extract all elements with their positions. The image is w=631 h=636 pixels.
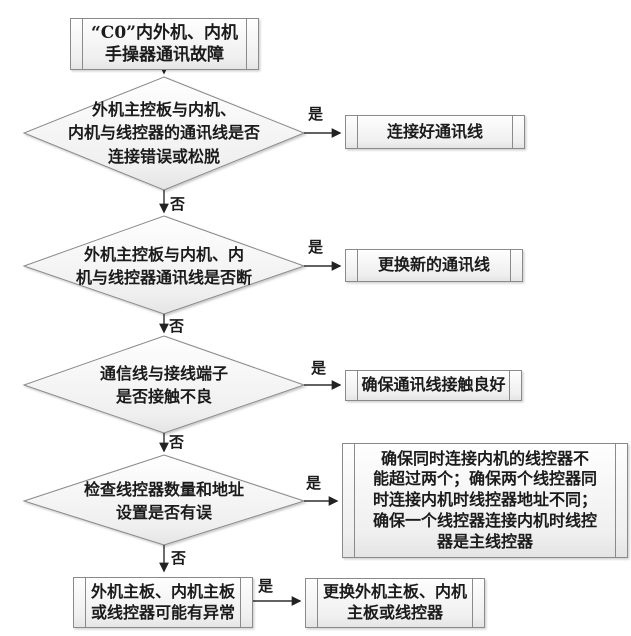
action-box-wired-controller-rules: 确保同时连接内机的线控器不 能超过两个；确保两个线控器同 时连接内机时线控器地址… xyxy=(342,443,628,558)
edge-label-yes-3: 是 xyxy=(311,359,327,377)
edge-label-no-3: 否 xyxy=(169,433,185,451)
decision-2-text: 外机主控板与内机、内 机与线控器通讯线是否断 xyxy=(75,244,252,287)
decision-1-text: 外机主控板与内机、 内机与线控器的通讯线是否 连接错误或松脱 xyxy=(67,100,260,166)
edge-label-no-2: 否 xyxy=(169,317,185,335)
edge-label-yes-2: 是 xyxy=(308,238,324,256)
edge-label-no-4: 否 xyxy=(171,549,187,567)
edge-label-yes-5: 是 xyxy=(258,577,274,595)
edge-label-yes-4: 是 xyxy=(306,474,322,492)
edge-label-yes-1: 是 xyxy=(308,105,324,123)
fallback-box-possible-abnormal: 外机主板、内机主板 或线控器可能有异常 xyxy=(73,577,253,628)
action-box-connect-comm-line: 连接好通讯线 xyxy=(345,115,525,149)
action-box-replace-comm-line: 更换新的通讯线 xyxy=(345,249,523,282)
action-box-replace-mainboard: 更换外机主板、内机 主板或线控器 xyxy=(305,578,485,628)
decision-3-text: 通信线与接线端子 是否接触不良 xyxy=(99,363,228,406)
edge-label-no-1: 否 xyxy=(170,195,186,213)
start-box: “C0”内外机、内机 手操器通讯故障 xyxy=(70,18,259,70)
decision-4-text: 检查线控器数量和地址 设置是否有误 xyxy=(83,479,244,522)
action-box-ensure-contact: 确保通讯线接触良好 xyxy=(345,370,522,401)
